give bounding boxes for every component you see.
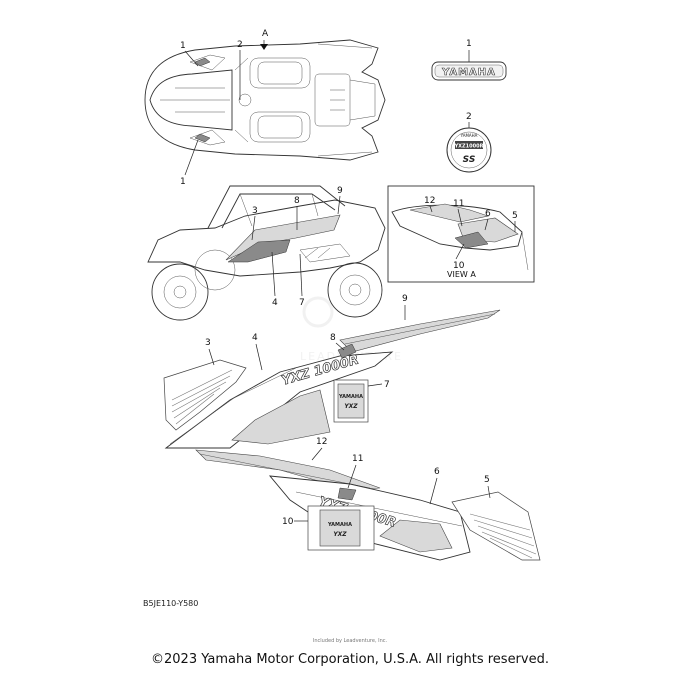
badge-line-2: YXZ1000R: [454, 144, 484, 150]
upper-decal-callouts: 9 8 3 4 7: [205, 294, 408, 390]
top-view-callouts: 1 2 1: [180, 40, 243, 187]
callout-4-decal: 4: [252, 333, 258, 343]
view-arrow-label: A: [262, 29, 269, 39]
view-a-box: VIEW A 12 11 6 5 10: [387, 185, 535, 283]
upper-badge-line-2: YXZ: [344, 403, 358, 410]
copyright-notice: ©2023 Yamaha Motor Corporation, U.S.A. A…: [151, 652, 549, 667]
upper-decal-set: YXZ 1000R YAMAHA YXZ: [163, 309, 501, 449]
callout-8-side: 8: [294, 196, 300, 206]
callout-10-view: 10: [453, 261, 465, 271]
callout-12-decal: 12: [316, 437, 327, 447]
callout-5-view: 5: [512, 211, 518, 221]
byline: Included by Leadventure, Inc.: [312, 638, 388, 644]
callout-2-top: 2: [237, 40, 243, 50]
callout-6-decal: 6: [434, 467, 440, 477]
callout-3-side: 3: [252, 206, 258, 216]
callout-1-bottom: 1: [180, 177, 186, 187]
callout-7-side: 7: [299, 298, 305, 308]
callout-6-view: 6: [485, 209, 491, 219]
callout-9-decal: 9: [402, 294, 408, 304]
emblem-yamaha-text: YAMAHA: [441, 67, 496, 78]
yamaha-emblem: 1 YAMAHA: [431, 39, 507, 81]
callout-11-view: 11: [453, 199, 464, 209]
callout-5-decal: 5: [484, 475, 490, 485]
vehicle-side-view: [147, 185, 386, 321]
callout-12-view: 12: [424, 196, 435, 206]
round-badge: 2 YAMAHA YXZ1000R SS: [446, 112, 492, 173]
badge-line-1: YAMAHA: [460, 133, 478, 138]
callout-10-decal: 10: [282, 517, 294, 527]
callout-1-emblem: 1: [466, 39, 472, 49]
vehicle-top-view: A: [144, 29, 386, 161]
view-a-label: VIEW A: [447, 270, 476, 279]
badge-line-3: SS: [463, 155, 476, 165]
side-view-callouts: 3 8 9 4 7: [251, 186, 343, 308]
callout-9-side: 9: [337, 186, 343, 196]
lower-badge-line-2: YXZ: [333, 531, 347, 538]
callout-2-badge: 2: [466, 112, 472, 122]
callout-7-decal: 7: [384, 380, 390, 390]
callout-4-side: 4: [272, 298, 278, 308]
lower-decal-set: YXZ 1000R YAMAHA YXZ: [195, 449, 541, 561]
lower-decal-callouts: 12 11 6 5 10: [282, 437, 491, 527]
upper-badge-line-1: YAMAHA: [338, 394, 363, 400]
callout-8-decal: 8: [330, 333, 336, 343]
part-code: B5JE110-Y580: [143, 599, 199, 608]
lower-badge-line-1: YAMAHA: [327, 522, 352, 528]
callout-1-top: 1: [180, 41, 186, 51]
callout-11-decal: 11: [352, 454, 363, 464]
callout-3-decal: 3: [205, 338, 211, 348]
